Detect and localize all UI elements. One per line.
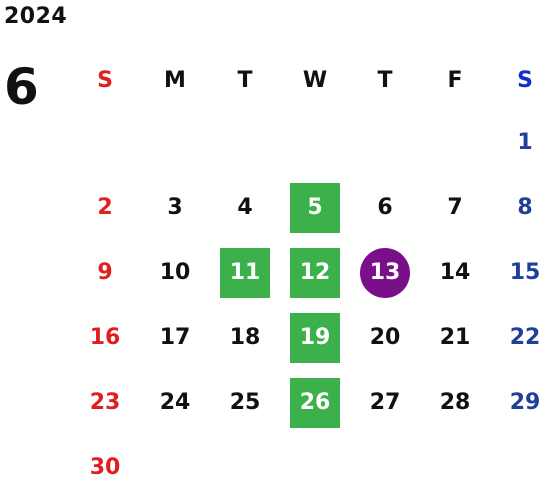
day-number: 27 — [369, 390, 401, 415]
day-number: 26 — [290, 377, 340, 428]
day-number: 18 — [229, 325, 261, 350]
empty-day-cell — [420, 435, 490, 500]
day-number: 13 — [360, 247, 410, 298]
day-number: 14 — [439, 260, 471, 285]
day-cell[interactable]: 9 — [70, 240, 140, 305]
empty-day-cell — [210, 110, 280, 175]
day-number: 21 — [439, 325, 471, 350]
day-number: 9 — [97, 260, 113, 285]
day-cell[interactable]: 28 — [420, 370, 490, 435]
day-number: 20 — [369, 325, 401, 350]
weekday-header-thu: T — [377, 67, 393, 93]
day-cell[interactable]: 8 — [490, 175, 548, 240]
weekday-header-mon: M — [164, 67, 186, 93]
day-cell[interactable]: 17 — [140, 305, 210, 370]
weekday-header-tue: T — [237, 67, 253, 93]
day-cell[interactable]: 26 — [280, 370, 350, 435]
weekday-header-wed: W — [302, 67, 328, 93]
day-cell[interactable]: 20 — [350, 305, 420, 370]
day-number: 17 — [159, 325, 191, 350]
day-cell[interactable]: 11 — [210, 240, 280, 305]
day-cell[interactable]: 3 — [140, 175, 210, 240]
day-number: 22 — [509, 325, 541, 350]
weekday-header-sat: S — [517, 67, 533, 93]
empty-day-cell — [210, 435, 280, 500]
month-label: 6 — [4, 58, 39, 116]
empty-day-cell — [140, 110, 210, 175]
day-cell[interactable]: 22 — [490, 305, 548, 370]
year-label: 2024 — [4, 4, 68, 29]
day-number: 5 — [290, 182, 340, 233]
day-cell[interactable]: 6 — [350, 175, 420, 240]
empty-day-cell — [490, 435, 548, 500]
empty-day-cell — [350, 110, 420, 175]
day-number: 23 — [89, 390, 121, 415]
day-cell[interactable]: 18 — [210, 305, 280, 370]
empty-day-cell — [70, 110, 140, 175]
day-number: 8 — [517, 195, 533, 220]
empty-day-cell — [280, 110, 350, 175]
day-cell[interactable]: 29 — [490, 370, 548, 435]
day-cell[interactable]: 5 — [280, 175, 350, 240]
day-cell-today[interactable]: 13 — [350, 240, 420, 305]
day-number: 15 — [509, 260, 541, 285]
day-number: 24 — [159, 390, 191, 415]
empty-day-cell — [420, 110, 490, 175]
empty-day-cell — [350, 435, 420, 500]
day-cell[interactable]: 25 — [210, 370, 280, 435]
day-cell[interactable]: 16 — [70, 305, 140, 370]
day-cell[interactable]: 21 — [420, 305, 490, 370]
day-number: 10 — [159, 260, 191, 285]
day-number: 25 — [229, 390, 261, 415]
day-number: 30 — [89, 455, 121, 480]
day-cell[interactable]: 7 — [420, 175, 490, 240]
day-cell[interactable]: 19 — [280, 305, 350, 370]
day-cell[interactable]: 15 — [490, 240, 548, 305]
day-number: 29 — [509, 390, 541, 415]
day-number: 28 — [439, 390, 471, 415]
day-number: 3 — [167, 195, 183, 220]
weekday-header-sun: S — [97, 67, 113, 93]
day-cell[interactable]: 24 — [140, 370, 210, 435]
day-cell[interactable]: 10 — [140, 240, 210, 305]
weekday-header-fri: F — [447, 67, 463, 93]
day-number: 1 — [517, 130, 533, 155]
day-number: 4 — [237, 195, 253, 220]
day-cell[interactable]: 14 — [420, 240, 490, 305]
day-number: 12 — [290, 247, 340, 298]
day-cell[interactable]: 1 — [490, 110, 548, 175]
day-number: 7 — [447, 195, 463, 220]
day-cell[interactable]: 23 — [70, 370, 140, 435]
empty-day-cell — [140, 435, 210, 500]
day-number: 11 — [220, 247, 270, 298]
day-cell[interactable]: 4 — [210, 175, 280, 240]
day-cell[interactable]: 27 — [350, 370, 420, 435]
day-number: 19 — [290, 312, 340, 363]
empty-day-cell — [280, 435, 350, 500]
day-cell[interactable]: 30 — [70, 435, 140, 500]
day-cell[interactable]: 2 — [70, 175, 140, 240]
day-number: 16 — [89, 325, 121, 350]
day-number: 6 — [377, 195, 393, 220]
day-number: 2 — [97, 195, 113, 220]
day-cell[interactable]: 12 — [280, 240, 350, 305]
